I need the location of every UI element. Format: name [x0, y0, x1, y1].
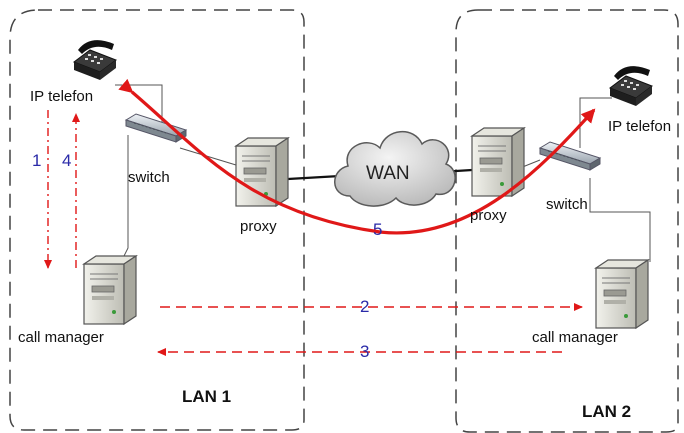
lan1-switch-label: switch	[128, 169, 170, 186]
lan2-manager-label: call manager	[532, 329, 618, 346]
step-1-label: 1	[32, 151, 42, 170]
step-3-label: 3	[360, 342, 370, 361]
lan1-proxy-label: proxy	[240, 218, 277, 235]
step5-arrow	[118, 78, 596, 235]
step-2-label: 2	[360, 297, 370, 316]
step-4-label: 4	[62, 151, 72, 170]
wan-cloud-icon	[334, 130, 456, 207]
lan1-title: LAN 1	[182, 387, 232, 406]
cable-switch1-manager1	[123, 135, 129, 257]
lan1-boundary	[9, 9, 305, 431]
lan1-call-manager-tower-server-icon[interactable]	[83, 255, 137, 325]
wan-label: WAN	[366, 163, 410, 184]
cable-switch1-proxy1	[179, 147, 237, 166]
lan1-manager-label: call manager	[18, 329, 104, 346]
lan2-phone-label: IP telefon	[608, 118, 672, 135]
lan2-call-manager-tower-server-icon[interactable]	[595, 259, 649, 329]
cable-proxy1-wan	[287, 174, 341, 181]
lan1-network-switch-icon[interactable]	[125, 113, 187, 143]
lan2-proxy-label: proxy	[470, 207, 507, 224]
cable-switch2-manager2	[589, 178, 651, 262]
lan2-title: LAN 2	[582, 402, 632, 421]
step-5-label: 5	[373, 220, 383, 239]
lan2-boundary	[455, 9, 679, 433]
lan2-desk-phone-icon[interactable]	[609, 65, 653, 107]
lan2-switch-label: switch	[546, 196, 588, 213]
lan1-phone-label: IP telefon	[30, 88, 94, 105]
lan1-desk-phone-icon[interactable]	[73, 39, 117, 81]
